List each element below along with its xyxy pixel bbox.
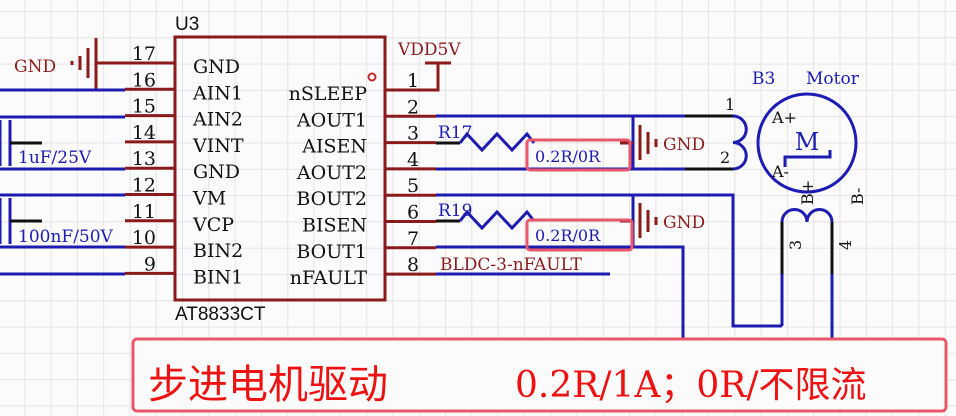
pin-name: BISEN — [302, 215, 367, 237]
annotation-title: 步进电机驱动 — [148, 363, 388, 407]
pin-number: 14 — [132, 122, 156, 144]
cap-value-2: 100nF/50V — [18, 227, 114, 247]
motor-symbol — [732, 92, 858, 352]
pin-number: 11 — [132, 201, 156, 223]
pin-number: 3 — [407, 123, 419, 145]
pin-number: 7 — [407, 228, 419, 250]
r17-ref: R17 — [438, 123, 472, 143]
pin1-marker — [367, 72, 377, 82]
r19-value: 0.2R/0R — [535, 226, 601, 245]
nfault-net-label: BLDC-3-nFAULT — [440, 255, 582, 275]
motor-a-minus: A- — [771, 162, 789, 181]
pin-number: 5 — [407, 175, 419, 197]
right-wires — [436, 114, 832, 354]
annotation-note: 0.2R/1A；0R/不限流 — [515, 365, 867, 406]
gnd-label-b: GND — [663, 213, 705, 233]
pin-name: GND — [193, 56, 240, 78]
motor-pin-3: 3 — [786, 240, 805, 250]
pin-number: 16 — [132, 69, 156, 91]
left-wires — [0, 88, 125, 276]
resistor-r19-zigzag — [458, 209, 536, 231]
pin-name: AOUT2 — [296, 162, 367, 184]
motor-b-plus: B+ — [798, 180, 817, 205]
r19-value-highlight — [525, 218, 634, 252]
pin-number: 17 — [132, 43, 156, 65]
gnd-symbol — [70, 38, 125, 90]
pin-number: 9 — [144, 253, 156, 275]
pin-name: BIN2 — [193, 240, 243, 262]
pin-number: 12 — [132, 175, 156, 197]
pin-name: BOUT2 — [296, 188, 367, 210]
gnd-symbol-b — [638, 203, 658, 238]
motor-b-minus: B- — [848, 188, 867, 205]
pin-number: 4 — [407, 149, 419, 171]
ic-part-number: AT8833CT — [175, 304, 266, 325]
pin-number: 2 — [407, 96, 419, 118]
gnd-label-a: GND — [663, 135, 705, 155]
motor-type: Motor — [806, 69, 860, 89]
pin-name: VM — [192, 188, 226, 210]
resistor-r17-zigzag — [458, 131, 536, 153]
gnd-symbol-a — [638, 125, 658, 160]
r17-value: 0.2R/0R — [535, 147, 601, 166]
pin-number: 1 — [407, 70, 419, 92]
pin-name: VINT — [192, 135, 244, 157]
vdd-symbol — [425, 61, 451, 92]
ic-designator: U3 — [175, 14, 199, 35]
pin-name: BIN1 — [193, 266, 243, 288]
motor-symbol-letter: M — [795, 128, 820, 156]
pin-name: nFAULT — [290, 267, 368, 289]
r17-value-highlight — [525, 138, 632, 172]
pin-name: VCP — [192, 214, 234, 236]
pin-name: AIN1 — [192, 82, 243, 104]
pin-number: 6 — [407, 202, 419, 224]
pin-number: 10 — [132, 227, 156, 249]
pin-name: GND — [193, 161, 240, 183]
motor-pin-4: 4 — [836, 240, 855, 250]
r19-ref: R19 — [438, 201, 472, 221]
motor-ref: B3 — [752, 69, 775, 89]
pin-name: BOUT1 — [296, 241, 367, 263]
motor-a-plus: A+ — [771, 108, 797, 127]
vdd-label: VDD5V — [397, 40, 461, 60]
pin-name: AOUT1 — [296, 109, 367, 131]
motor-pin-1: 1 — [725, 95, 735, 114]
left-pins: 17GND16AIN115AIN214VINT13GND12VM11VCP10B… — [125, 43, 244, 288]
pin-name: AIN2 — [192, 109, 243, 131]
pin-number: 15 — [132, 96, 156, 118]
pin-name: nSLEEP — [289, 83, 368, 105]
annotation-box — [131, 337, 948, 413]
gnd-label: GND — [14, 57, 56, 77]
cap-value-1: 1uF/25V — [18, 148, 92, 168]
pin-number: 8 — [407, 254, 419, 276]
pin-name: AISEN — [301, 136, 367, 158]
motor-pin-2: 2 — [720, 148, 730, 167]
pin-number: 13 — [132, 148, 156, 170]
